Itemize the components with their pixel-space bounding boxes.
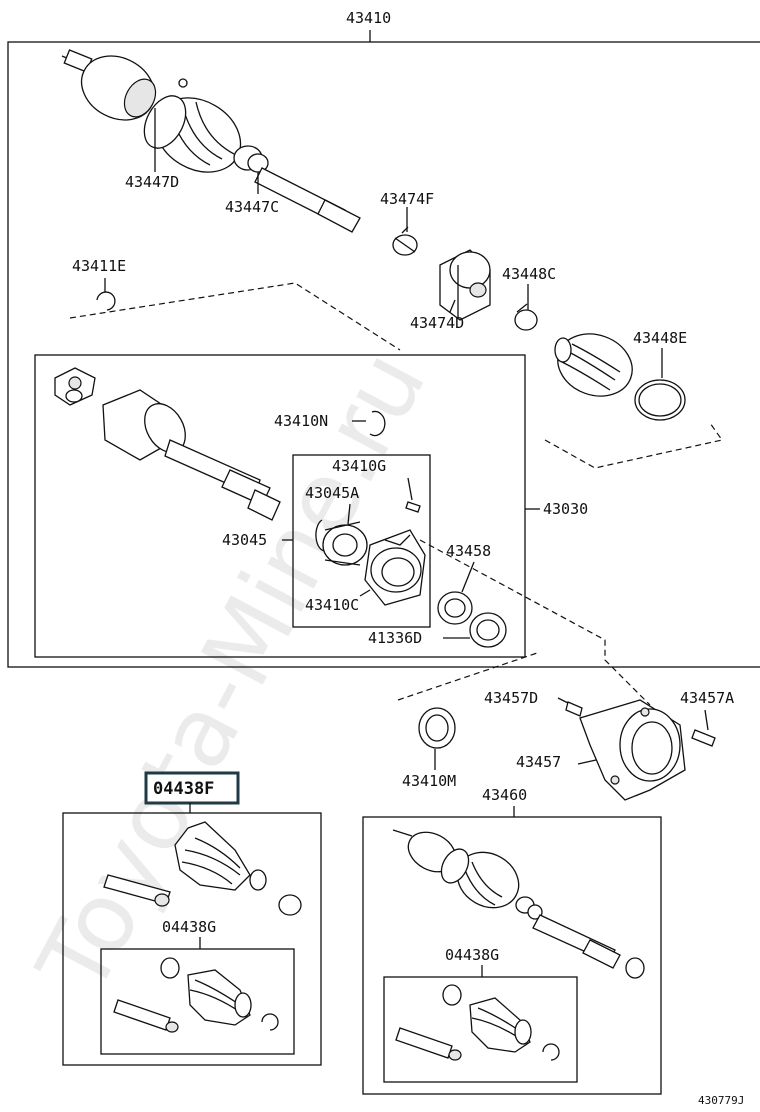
bearing-43045A[interactable]	[315, 519, 368, 566]
label-43410M[interactable]: 43410M	[402, 772, 456, 790]
inner-joint-shaft[interactable]	[54, 367, 281, 521]
outer-joint-assembly[interactable]	[61, 44, 361, 233]
label-43411E[interactable]: 43411E	[72, 257, 126, 275]
damper-43474D[interactable]	[439, 249, 491, 321]
guide-line-middle	[419, 539, 651, 706]
label-43457A[interactable]: 43457A	[680, 689, 734, 707]
label-43448C[interactable]: 43448C	[502, 265, 556, 283]
label-43410[interactable]: 43410	[346, 9, 391, 27]
label-43474F[interactable]: 43474F	[380, 190, 434, 208]
guide-line-upper	[69, 282, 401, 351]
bracket-43457[interactable]	[579, 699, 686, 801]
seal-43458[interactable]	[437, 591, 473, 625]
label-43410N[interactable]: 43410N	[274, 412, 328, 430]
label-41336D[interactable]: 41336D	[368, 629, 422, 647]
label-43030[interactable]: 43030	[543, 500, 588, 518]
frame-04438F	[62, 812, 322, 1066]
boot-kit-04438G-right[interactable]	[395, 984, 560, 1061]
drawing-id: 430779J	[698, 1094, 744, 1107]
pin-43410G[interactable]	[405, 501, 421, 513]
label-04438G-left[interactable]: 04438G	[162, 918, 216, 936]
label-04438F[interactable]: 04438F	[153, 779, 214, 799]
bolt-43457D[interactable]	[565, 701, 583, 717]
frame-43030	[34, 354, 526, 658]
frame-04438G-left	[100, 948, 295, 1055]
label-43410G[interactable]: 43410G	[332, 457, 386, 475]
bolt-43457A[interactable]	[691, 729, 716, 747]
frame-43045	[292, 454, 431, 628]
bracket-43410C[interactable]	[364, 529, 426, 606]
label-43410C[interactable]: 43410C	[305, 596, 359, 614]
guide-line-right	[544, 422, 724, 469]
seal-41336D[interactable]	[469, 612, 507, 648]
label-43460[interactable]: 43460	[482, 786, 527, 804]
label-43457D[interactable]: 43457D	[484, 689, 538, 707]
label-43447C[interactable]: 43447C	[225, 198, 279, 216]
label-43448E[interactable]: 43448E	[633, 329, 687, 347]
boot-kit-04438F[interactable]	[103, 821, 302, 916]
boot-43448E[interactable]	[549, 324, 686, 421]
seal-43410M[interactable]	[418, 707, 456, 749]
label-04438G-right[interactable]: 04438G	[445, 946, 499, 964]
guide-line-lower	[397, 651, 541, 701]
clip-43474F[interactable]	[392, 226, 418, 256]
snap-ring-43411E[interactable]	[96, 291, 116, 311]
boot-kit-04438G-left[interactable]	[113, 957, 279, 1033]
label-43457[interactable]: 43457	[516, 753, 561, 771]
label-43045[interactable]: 43045	[222, 531, 267, 549]
label-43474D[interactable]: 43474D	[410, 314, 464, 332]
shaft-assembly-43460[interactable]	[392, 824, 645, 979]
frame-04438G-right	[383, 976, 578, 1083]
watermark: Toyota-Mine.ru	[16, 333, 448, 1012]
highlight-box-04438F	[144, 771, 240, 805]
label-43045A[interactable]: 43045A	[305, 484, 359, 502]
clip-43448C[interactable]	[514, 303, 538, 331]
frame-43410	[7, 41, 760, 668]
label-43458[interactable]: 43458	[446, 542, 491, 560]
ring-43410N[interactable]	[369, 410, 386, 437]
label-43447D[interactable]: 43447D	[125, 173, 179, 191]
frame-43460	[362, 816, 662, 1095]
